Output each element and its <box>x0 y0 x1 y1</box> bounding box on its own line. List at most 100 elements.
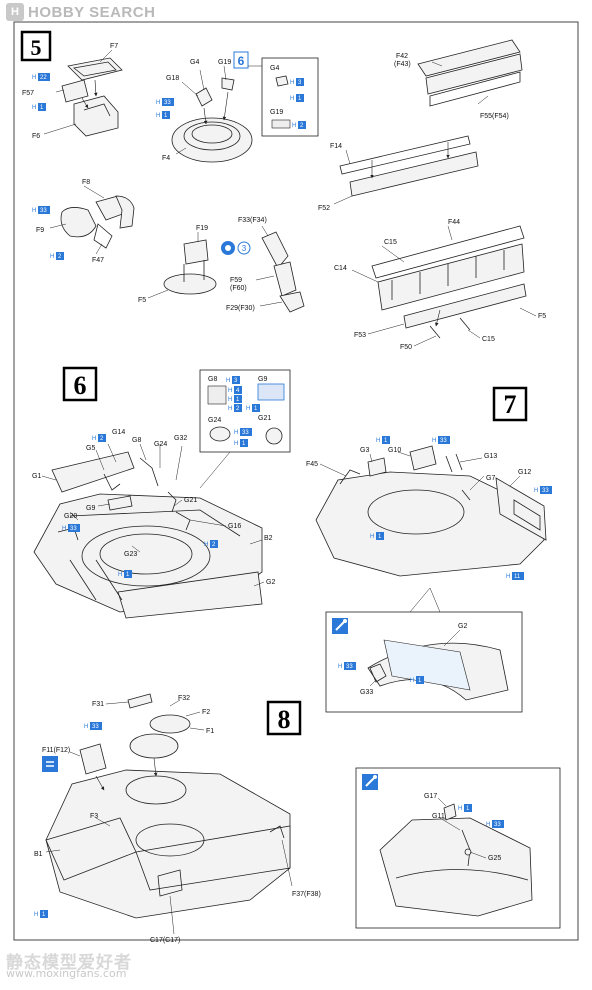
svg-text:H: H <box>234 430 238 436</box>
site-header: H HOBBY SEARCH <box>0 0 592 24</box>
svg-text:H: H <box>458 806 462 812</box>
label-inset-g21: G21 <box>258 415 271 422</box>
label-g24: G24 <box>154 441 167 448</box>
label-f60: (F60) <box>230 285 247 292</box>
svg-text:33: 33 <box>346 664 353 670</box>
step-7-number: 7 <box>504 390 517 419</box>
turret-assembly-6: G14 G5 G8 G24 G32 G1 G9 G21 G20 G16 B2 G… <box>32 429 275 619</box>
svg-text:2: 2 <box>236 406 240 412</box>
svg-text:H: H <box>32 208 36 214</box>
label-f5b: F5 <box>538 313 546 320</box>
label-f44: F44 <box>448 219 460 226</box>
label-g23: G23 <box>124 551 137 558</box>
sub-step-6-ref: 6 <box>233 51 249 69</box>
label-g20: G20 <box>64 513 77 520</box>
label-g7: G7 <box>486 475 495 482</box>
label-g32: G32 <box>174 435 187 442</box>
label-g9: G9 <box>86 505 95 512</box>
label-b2: B2 <box>264 535 273 542</box>
step-5-badge: 5 <box>20 30 52 62</box>
svg-text:33: 33 <box>242 430 249 436</box>
f42-skirt-assembly: F42 (F43) F55(F54) <box>394 39 523 120</box>
turret-assembly-8: F31 F32 F2 F1 F11(F12) F3 B1 F37(F38) C1… <box>34 693 321 944</box>
svg-text:1: 1 <box>466 806 470 812</box>
label-g8: G8 <box>132 437 141 444</box>
svg-text:3: 3 <box>242 244 247 253</box>
svg-text:2: 2 <box>100 436 104 442</box>
svg-text:1: 1 <box>236 397 240 403</box>
label-inset-g33: G33 <box>360 689 373 696</box>
paint-tag: H 33 <box>234 428 252 436</box>
label-inset-g4: G4 <box>270 65 279 72</box>
label-inset-g25: G25 <box>488 855 501 862</box>
svg-text:H: H <box>228 388 232 394</box>
f44-rack-assembly: F44 C15 C14 F53 F50 C15 F5 <box>334 219 546 351</box>
svg-text:1: 1 <box>418 678 422 684</box>
svg-text:H: H <box>338 664 342 670</box>
f14-rail-assembly: F14 F52 <box>318 135 479 212</box>
svg-text:33: 33 <box>70 526 77 532</box>
label-f29: F29(F30) <box>226 305 255 312</box>
label-g16: G16 <box>228 523 241 530</box>
label-g13: G13 <box>484 453 497 460</box>
label-inset-g24: G24 <box>208 417 221 424</box>
label-f42: F42 <box>396 53 408 60</box>
svg-text:H: H <box>92 436 96 442</box>
svg-text:H: H <box>228 406 232 412</box>
label-f47: F47 <box>92 257 104 264</box>
svg-text:1: 1 <box>384 438 388 444</box>
label-f55: F55(F54) <box>480 113 509 120</box>
svg-text:1: 1 <box>42 912 46 918</box>
svg-text:1: 1 <box>242 441 246 447</box>
label-f50: F50 <box>400 344 412 351</box>
label-f5a: F5 <box>138 297 146 304</box>
label-f19: F19 <box>196 225 208 232</box>
label-g5: G5 <box>86 445 95 452</box>
label-inset-g19: G19 <box>270 109 283 116</box>
label-f11: F11(F12) <box>42 747 70 754</box>
label-f14: F14 <box>330 143 342 150</box>
label-c15b: C15 <box>482 336 495 343</box>
label-g19: G19 <box>218 59 231 66</box>
svg-text:6: 6 <box>238 54 245 68</box>
svg-text:2: 2 <box>212 542 216 548</box>
svg-text:H: H <box>410 678 414 684</box>
label-b1: B1 <box>34 851 43 858</box>
watermark-url[interactable]: www.moxingfans.com <box>6 967 127 980</box>
svg-text:H: H <box>32 75 36 81</box>
detail-pen-icon <box>362 774 378 790</box>
svg-text:33: 33 <box>542 488 549 494</box>
svg-text:1: 1 <box>164 113 168 119</box>
label-g10: G10 <box>388 447 401 454</box>
svg-text:H: H <box>228 397 232 403</box>
brand-logo[interactable]: H HOBBY SEARCH <box>6 2 155 22</box>
step-5-number: 5 <box>31 35 42 60</box>
svg-text:33: 33 <box>164 100 171 106</box>
svg-text:33: 33 <box>494 822 501 828</box>
label-inset-g17: G17 <box>424 793 437 800</box>
svg-text:3: 3 <box>298 80 302 86</box>
svg-text:2: 2 <box>58 254 62 260</box>
svg-text:H: H <box>84 724 88 730</box>
